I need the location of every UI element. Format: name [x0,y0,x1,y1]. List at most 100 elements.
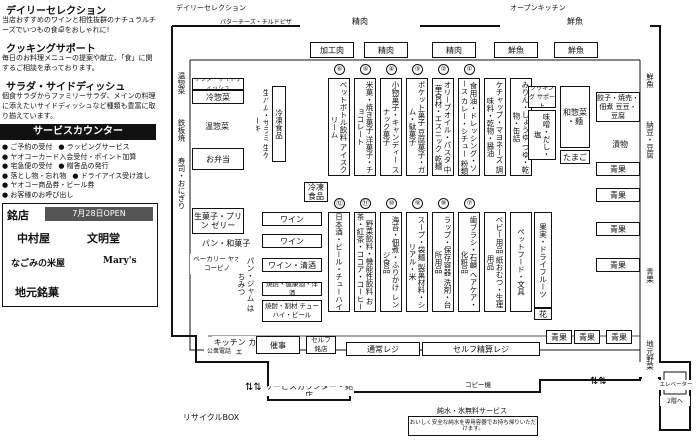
section-self-meiten: セルフ 銘店 [306,336,336,354]
aisle-number: ⑨ [412,198,423,209]
service-item: ● ご予約の受付 [2,143,53,151]
shop-bunmeido: 文明堂 [87,232,120,245]
section-dry-fruit: 果実・ドライフルーツ [534,212,552,308]
section-seika-2: 青果 [596,188,640,202]
open-date-badge: 7月28日OPEN [45,207,153,221]
section-tsukemono: 漬物 [604,136,636,152]
daily-selection-label: デイリーセレクション [176,4,246,12]
section-pan-wagashi: パン・和菓子 [196,236,256,250]
service-item: ● ドライアイス受け渡し [72,171,151,180]
section-ajitsuke: 味噌・だし・塩 [528,110,556,160]
aisle-shelf: 海苔・佃煮・ふりかけ レンジ食品 [380,212,402,312]
section-gyoza: 餃子・焼売・佃煮 豆豆・豆腐 [596,92,640,122]
section-reisouzai: 冷惣菜 [192,90,244,104]
shop-nakamuraya: 中村屋 [17,232,50,245]
section-seika-3: 青果 [596,222,640,236]
section-onsai: 温惣菜 [174,60,189,106]
salad-title: サラダ・サイドディッシュ [6,82,126,93]
aisle-number: ⑧ [438,198,449,209]
section-seiniku-1: 精肉 [364,42,408,58]
regular-register: 通常レジ [346,342,420,356]
section-seika-7: 青果 [606,330,632,344]
section-seika-1: 青果 [596,162,640,176]
aisle-shelf: ポケット菓子 豆腐菓子・ガム・駄菓子 [406,78,428,176]
section-hana: 花 [534,308,552,320]
aisle-shelf: 野菜飲料・機能性飲料 お茶・紅茶・ココア・コーヒー [354,212,376,312]
salad-desc: 個食サラダからファミリーサラダ、メインの料理に添えたいサイドディッシュなど種類も… [2,92,156,120]
section-namagashi: 生菓子・プリン ゼリー [192,208,244,234]
section-reitou-2: 冷凍食品 [304,182,328,202]
aisle-shelf: ペットボトル飲料 アイスクリーム [328,78,350,176]
aisle-number: ① [464,64,475,75]
aisle-shelf: ラップ・保存容器 洗剤・台所用品 [432,212,454,312]
service-list: ● ご予約の受付 ● ラッピングサービス ● ヤオコーカード入会受付・ポイント加算… [2,143,158,200]
info-panel: デイリーセレクション 当店おすすめのワインと相性抜群のナチュラルチーズでいつもの… [0,0,160,446]
section-copy: コピー機 [456,380,500,390]
section-sushi: 寿司・おにぎり [174,155,189,211]
aisle-number: ③ [412,64,423,75]
recycle-box: リサイクルBOX [176,412,246,422]
section-sengyo-right: 鮮魚 [642,60,658,100]
section-sengyo-2: 鮮魚 [554,42,598,58]
aisle-shelf: スープ・袋麺 製菓材料・シリアル・米 [406,212,428,312]
shop-marys: Mary's [103,256,137,266]
section-jimoto-yasai: 地元野菜 [642,330,658,380]
service-item: ● お客様のお呼び出し [2,190,74,199]
svg-text:⇅⇅: ⇅⇅ [245,382,262,393]
aisle-shelf: 日本酒・ビール・チューハイ [328,212,350,312]
section-tempura: 鉄板焼 [174,110,189,150]
service-item: ● 落とし物・忘れ物 [2,171,67,180]
service-item: ● ラッピングサービス [58,143,130,151]
section-wine-sake: ワイン・清酒 [262,258,322,272]
section-water: 純水・氷無料サービス [412,406,532,416]
section-saiji: 催事 [256,336,300,354]
section-koushuu: 公衆電話 [204,346,234,356]
shop-jimoto-meika: 地元銘菓 [15,286,59,299]
section-seiniku-2: 精肉 [432,42,476,58]
aisle-number: ⑦ [464,198,475,209]
daily-selection-desc: 当店おすすめのワインと相性抜群のナチュラルチーズでいつもの食卓をおしゃれに! [2,16,156,34]
service-item: ● ヤオコーカード入会受付・ポイント加算 [2,152,137,161]
section-kakouniku: 加工肉 [310,42,354,58]
meiten-title: 銘店 [7,209,29,222]
section-onsouzai2: 温惣菜 [194,118,240,134]
aisle-number: ② [438,64,449,75]
cooking-support-counter: クッキング サポート [528,86,556,108]
service-item: ● 宅急便の受付 [2,162,53,170]
section-tamago: たまご [560,150,590,164]
aisle-number: ④ [386,64,397,75]
aisle-shelf: 米菓・焼き菓子 洋菓子・チョコレート [354,78,376,176]
aisle-number: ⑩ [386,198,397,209]
section-bakery: ベーカリー ヤオコーピノ [190,254,244,274]
section-obento: お弁当 [192,148,244,170]
aisle-number: ⑫ [334,198,345,209]
elevator-label: エレベーター [658,380,694,390]
section-seika-4: 青果 [596,258,640,272]
aisle-shelf: ベビー用品 紙おむつ・生理用品 [484,212,506,312]
section-salad-side: サラダ・サイドディッシュ [192,78,244,90]
butter-cheese-label: パターチーズ・チルドピザ [220,19,292,26]
section-aomono-right: 青果 [642,260,658,290]
section-nattou: 納豆・豆腐 [642,110,658,170]
shop-komeya: なごみの米屋 [11,259,66,269]
aisle-shelf: 歯ブラシ・石鹸 ヘアケア・化粧品 [458,212,480,312]
open-kitchen-label: オープンキッチン [510,4,566,12]
section-sengyo-1: 鮮魚 [494,42,538,58]
section-sengyo-top: 鮮魚 [500,14,650,28]
section-seika-top: 精肉 [300,14,420,28]
service-counter-meiten: サービスカウンター・銘店 [264,386,354,396]
section-wine-1: ワイン [262,212,322,226]
section-namaham: 生ハム・サラミ 生ケーキ [256,86,268,162]
self-register: セルフ精算レジ [422,342,540,356]
service-item: ● ヤオコー商品券・ビール券 [2,181,95,189]
section-seika-5: 青果 [546,330,572,344]
aisle-shelf: ケチャップ・マヨネーズ 調味料・乾物・醤油 [484,78,506,176]
section-pan-jam: パン・ジャム はちみつ [238,256,254,312]
section-reitou-1: 冷凍食品 [272,86,286,162]
aisle-shelf: オリーブオイル・パスタ 中華食材・エスニック 乾麺 [432,78,454,176]
section-wine-2: ワイン [262,234,322,248]
section-seika-6: 青果 [574,330,600,344]
aisle-shelf: ペットフード・文具 [510,212,532,312]
aisle-number: ⑤ [360,64,371,75]
service-item: ● 贈答品の発行 [58,162,109,170]
